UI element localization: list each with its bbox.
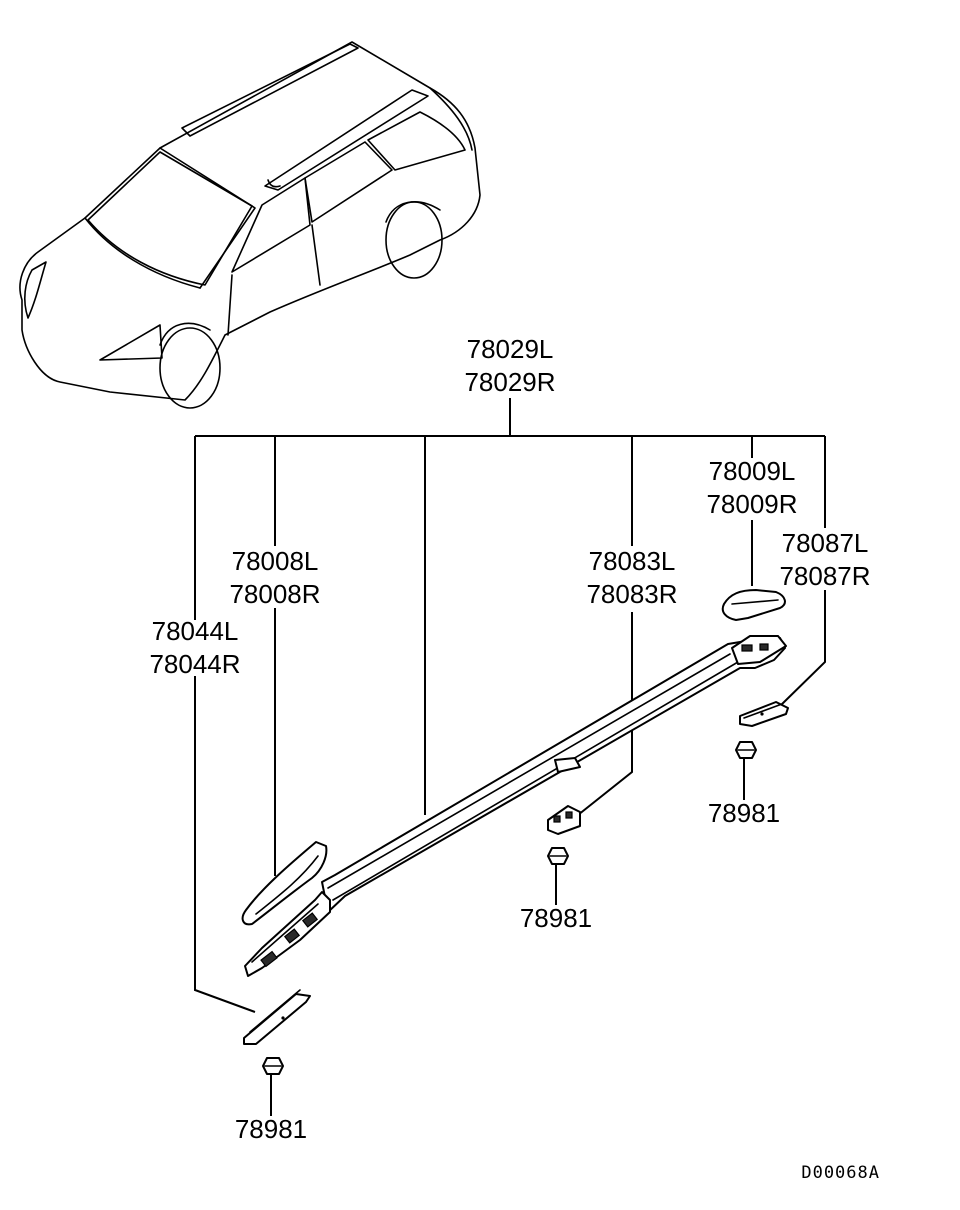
leader-lines	[194, 398, 826, 1116]
rear-cover-part	[739, 701, 789, 727]
label-middle-bracket-left: 78083L	[589, 546, 676, 576]
clip-part-front	[262, 1057, 284, 1075]
label-rail-end-rear-right: 78009R	[706, 489, 797, 519]
label-rear-cover-left: 78087L	[782, 528, 869, 558]
label-front-cover-left: 78044L	[152, 616, 239, 646]
label-roof-rail-right: 78029R	[464, 367, 555, 397]
clip-part-middle	[547, 847, 569, 865]
label-rear-cover-right: 78087R	[779, 561, 870, 591]
diagram-code: D00068A	[801, 1163, 880, 1183]
middle-bracket-part	[547, 805, 581, 835]
label-rail-end-front-right: 78008R	[229, 579, 320, 609]
roof-rail-part	[244, 635, 787, 977]
label-clip-rear: 78981	[708, 798, 780, 828]
label-roof-rail-left: 78029L	[467, 334, 554, 364]
label-front-cover-right: 78044R	[149, 649, 240, 679]
part-labels: 78029L 78029R 78008L 78008R 78044L 78044…	[149, 334, 880, 1183]
label-rail-end-rear-left: 78009L	[709, 456, 796, 486]
clip-part-rear	[735, 741, 757, 759]
rail-end-rear-part	[721, 589, 786, 621]
front-cover-part	[243, 989, 311, 1045]
label-rail-end-front-left: 78008L	[232, 546, 319, 576]
rail-end-front-part	[241, 841, 328, 926]
label-middle-bracket-right: 78083R	[586, 579, 677, 609]
label-clip-front: 78981	[235, 1114, 307, 1144]
label-clip-middle: 78981	[520, 903, 592, 933]
vehicle-illustration	[19, 41, 481, 409]
